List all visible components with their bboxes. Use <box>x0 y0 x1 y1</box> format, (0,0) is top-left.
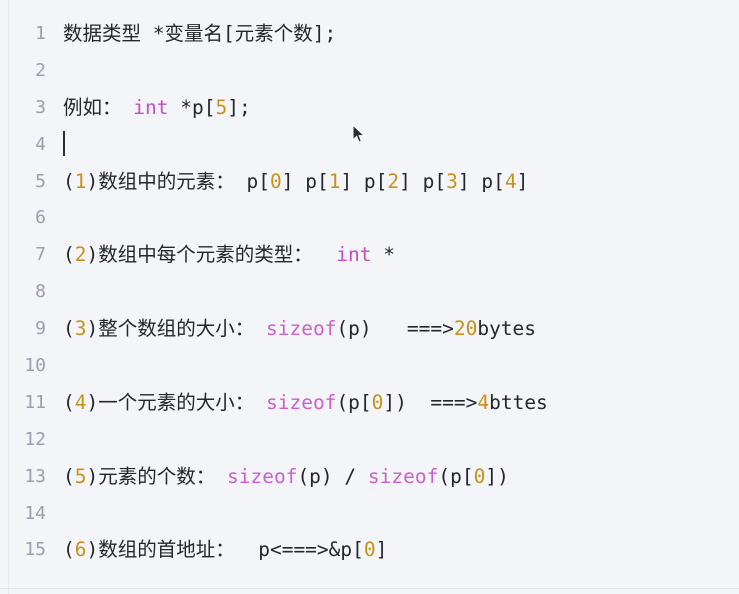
editor-left-rule <box>8 0 9 594</box>
code-line-content[interactable]: (5)元素的个数： sizeof(p) / sizeof(p[0]) <box>46 459 509 496</box>
code-token-number: 4 <box>504 169 517 193</box>
code-line-content[interactable]: (2)数组中每个元素的类型： int * <box>46 237 395 274</box>
code-token-plain: 数据类型 *变量名[元素个数]; <box>63 22 337 45</box>
line-number: 5 <box>35 170 46 192</box>
code-token-plain: ] p[ <box>340 169 388 193</box>
code-token-plain: * <box>371 243 395 267</box>
code-token-keyword: int <box>336 243 372 267</box>
code-token-plain: ] p[ <box>281 169 329 193</box>
line-number: 15 <box>24 539 46 561</box>
code-line[interactable]: 7(2)数组中每个元素的类型： int * <box>0 237 739 274</box>
code-token-plain: )数组的首地址： p<===>&p[ <box>86 538 364 562</box>
line-number: 1 <box>35 23 46 44</box>
line-number: 13 <box>24 465 46 487</box>
code-line[interactable]: 12 <box>0 422 739 459</box>
code-token-number: 1 <box>74 169 87 193</box>
code-token-number: 0 <box>473 464 486 488</box>
code-token-function: sizeof <box>367 464 439 488</box>
line-number: 3 <box>35 96 46 118</box>
code-token-number: 20 <box>453 317 478 341</box>
line-number: 14 <box>24 502 46 524</box>
code-token-plain: (p) ===> <box>336 317 454 341</box>
code-token-number: 4 <box>74 390 87 414</box>
code-line-content[interactable]: (3)整个数组的大小： sizeof(p) ===>20bytes <box>46 311 536 348</box>
code-token-number: 0 <box>371 390 384 414</box>
editor-bottom-rule <box>0 588 739 589</box>
code-token-plain: ] <box>375 538 388 562</box>
code-line-content[interactable]: 例如： int *p[5]; <box>46 90 251 127</box>
code-token-plain: (p) / <box>297 464 368 488</box>
code-token-plain: 例如： <box>63 95 134 119</box>
code-token-number: 3 <box>74 317 87 341</box>
code-token-plain: ] <box>516 169 529 193</box>
code-token-number: 5 <box>74 464 87 488</box>
code-token-plain: ]; <box>227 95 251 119</box>
code-token-plain: ( <box>63 169 75 193</box>
code-token-function: sizeof <box>265 317 337 341</box>
code-line[interactable]: 11(4)一个元素的大小： sizeof(p[0]) ===>4bttes <box>0 385 739 422</box>
code-token-plain: )整个数组的大小： <box>86 317 266 341</box>
code-line-content[interactable]: (6)数组的首地址： p<===>&p[0] <box>46 532 387 569</box>
code-line-content[interactable] <box>46 127 65 164</box>
line-number: 8 <box>35 281 46 303</box>
line-number: 11 <box>24 391 46 413</box>
code-line[interactable]: 1 数据类型 *变量名[元素个数]; <box>0 16 739 53</box>
line-number: 2 <box>35 59 46 81</box>
code-token-number: 6 <box>74 538 87 562</box>
code-token-plain: *p[ <box>168 95 216 119</box>
code-line-content[interactable]: (4)一个元素的大小： sizeof(p[0]) ===>4bttes <box>46 385 548 422</box>
code-token-plain: )数组中的元素： p[ <box>86 169 270 193</box>
code-line[interactable]: 10 <box>0 348 739 385</box>
code-line[interactable]: 5(1)数组中的元素： p[0] p[1] p[2] p[3] p[4] <box>0 164 739 201</box>
code-line[interactable]: 6 <box>0 200 739 237</box>
code-token-number: 4 <box>477 390 490 414</box>
code-token-number: 2 <box>387 169 400 193</box>
code-token-number: 5 <box>215 95 228 119</box>
line-number: 9 <box>35 318 46 340</box>
code-line-content[interactable]: (1)数组中的元素： p[0] p[1] p[2] p[3] p[4] <box>46 164 528 201</box>
text-caret <box>63 130 65 156</box>
code-token-plain: ] p[ <box>399 169 447 193</box>
line-number: 12 <box>24 428 46 450</box>
code-token-plain: ( <box>63 317 75 341</box>
code-token-function: sizeof <box>226 464 298 488</box>
code-token-function: sizeof <box>265 390 337 414</box>
code-token-number: 2 <box>74 243 87 267</box>
code-line[interactable]: 2 <box>0 53 739 90</box>
code-token-plain: )元素的个数： <box>86 464 227 488</box>
line-number: 4 <box>35 133 46 155</box>
line-number: 10 <box>24 355 46 377</box>
code-line-content[interactable]: 数据类型 *变量名[元素个数]; <box>46 16 336 53</box>
code-token-plain: bytes <box>477 317 537 341</box>
code-line[interactable]: 4 <box>0 127 739 164</box>
code-token-plain: ( <box>63 538 75 562</box>
code-line[interactable]: 14 <box>0 496 739 533</box>
code-token-plain: ]) ===> <box>383 390 478 414</box>
code-token-plain: ( <box>63 390 75 414</box>
code-line[interactable]: 9(3)整个数组的大小： sizeof(p) ===>20bytes <box>0 311 739 348</box>
code-token-number: 3 <box>446 169 458 193</box>
code-token-plain: ( <box>63 464 75 488</box>
line-number: 7 <box>35 244 46 266</box>
code-token-plain: )一个元素的大小： <box>86 390 266 414</box>
code-line[interactable]: 15(6)数组的首地址： p<===>&p[0] <box>0 532 739 569</box>
code-line[interactable]: 13(5)元素的个数： sizeof(p) / sizeof(p[0]) <box>0 459 739 496</box>
line-number: 6 <box>35 207 46 229</box>
code-token-number: 0 <box>269 169 282 193</box>
code-token-plain: )数组中每个元素的类型： <box>86 243 337 267</box>
code-token-number: 0 <box>363 538 376 562</box>
code-token-plain: ( <box>63 243 75 267</box>
code-token-keyword: int <box>133 95 169 119</box>
code-token-plain: (p[ <box>438 464 474 488</box>
code-token-plain: ]) <box>485 464 509 488</box>
code-token-plain: (p[ <box>336 390 372 414</box>
code-token-plain: ] p[ <box>457 169 505 193</box>
code-token-number: 1 <box>328 169 341 193</box>
code-line[interactable]: 8 <box>0 274 739 311</box>
code-token-plain: bttes <box>489 390 548 414</box>
